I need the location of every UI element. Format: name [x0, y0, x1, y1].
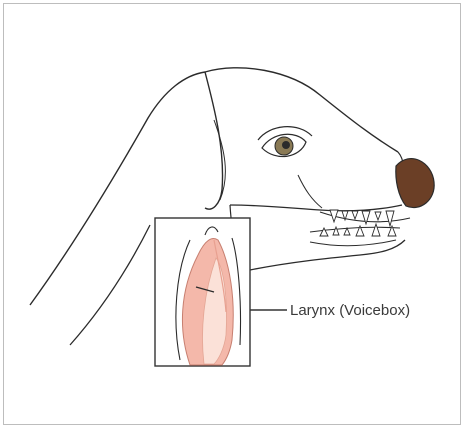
neck-inner-outline	[70, 225, 150, 345]
larynx-label: Larynx (Voicebox)	[290, 302, 410, 319]
ear-inner-outline	[214, 120, 225, 200]
cheek-fold	[298, 175, 322, 208]
eye	[258, 127, 312, 157]
nose	[396, 159, 434, 208]
upper-jaw-outline	[230, 205, 402, 211]
tongue-outline	[310, 240, 396, 246]
ear-outline	[205, 72, 223, 209]
